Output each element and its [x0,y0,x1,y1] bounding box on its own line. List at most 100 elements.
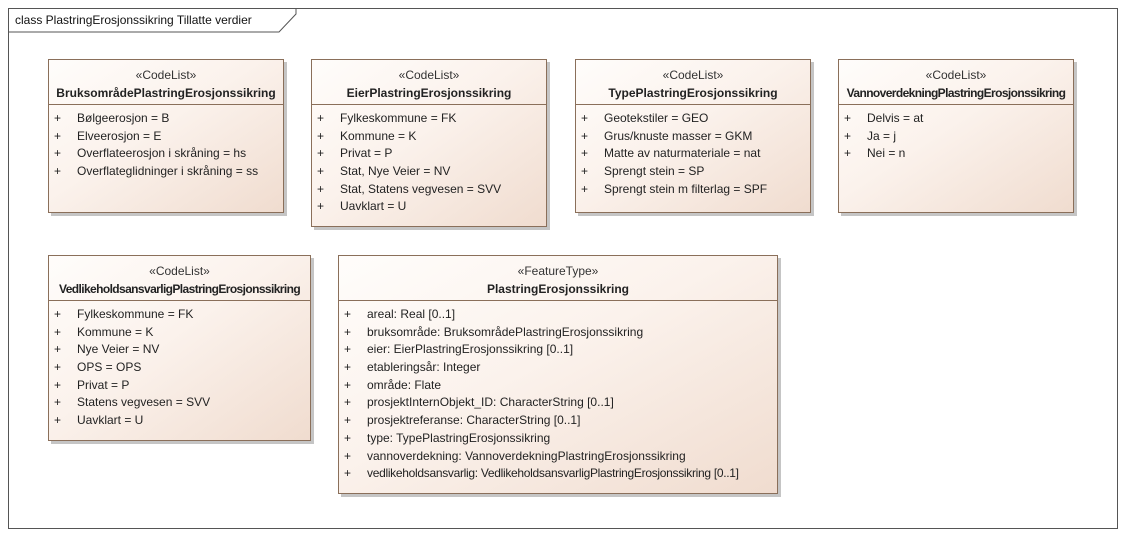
attribute-row: +Statens vegvesen = SVV [49,394,310,412]
attribute-row: +Matte av naturmateriale = nat [576,145,810,163]
attribute-text: Nei = n [867,146,906,161]
class-stereotype: «CodeList» [398,68,460,82]
attribute-row: + Geotekstiler = GEO [576,110,810,128]
attribute-text: Fylkeskommune = FK [77,307,194,321]
attribute-row: +Overflateerosjon i skråning = hs [49,145,283,163]
attribute-text: eier: EierPlastringErosjonssikring [0..1… [367,342,574,357]
attribute-row: + Privat = P [49,377,310,395]
attribute-row: +Kommune = K [49,324,310,342]
attribute-text: Bølgeerosjon = B [77,111,170,125]
attribute-list: +Bølgeerosjon = B + Elveerosjon = E +Over… [49,105,283,181]
class-box-eier[interactable]: «CodeList» EierPlastringErosjonssikring … [311,59,547,227]
attribute-text: Overflateglidninger i skråning = ss [77,164,259,179]
class-box-vannoverdekning[interactable]: «CodeList» VannoverdekningPlastringErosj… [838,59,1074,213]
visibility-marker: + [344,430,352,445]
class-stereotype: «FeatureType» [517,264,599,278]
attribute-row: + Stat, Statens vegvesen = SVV [312,181,546,199]
attribute-text: Kommune = K [340,128,417,143]
attribute-row: + vedlikeholdsansvarlig: Vedlikeholdsansv… [339,465,777,483]
visibility-marker: + [54,377,62,392]
attribute-text: Uavklart = U [340,199,407,214]
attribute-row: +Ja = j [839,128,1073,146]
visibility-marker: + [317,164,325,179]
attribute-row: +Delvis = at [839,110,1073,128]
attribute-row: + Nei = n [839,145,1073,163]
attribute-row: + OPS = OPS [49,359,310,377]
visibility-marker: + [54,324,62,339]
visibility-marker: + [54,342,62,357]
class-header: «CodeList» TypePlastringErosjonssikring [576,60,810,105]
attribute-text: bruksområde: BruksområdePlastringErosjon… [367,324,644,339]
attribute-row: +Overflateglidninger i skråning = ss [49,163,283,181]
attribute-row: +Sprengt stein m filterlag = SPF [576,181,810,199]
class-box-plastring-erosjonssikring[interactable]: «FeatureType» PlastringErosjonssikring +… [338,255,778,494]
attribute-row: + Privat = P [312,145,546,163]
class-name: VannoverdekningPlastringErosjonssikring [846,86,1066,100]
class-name: PlastringErosjonssikring [486,282,630,296]
attribute-row: +areal: Real [0..1] [339,306,777,324]
attribute-row: + Stat, Nye Veier = NV [312,163,546,181]
attribute-text: Fylkeskommune = FK [340,111,457,125]
attribute-text: Ja = j [867,128,897,143]
attribute-row: +type: TypePlastringErosjonssikring [339,430,777,448]
visibility-marker: + [317,128,325,143]
attribute-row: + etableringsår: Integer [339,359,777,377]
visibility-marker: + [344,307,352,321]
attribute-text: prosjektInternObjekt_ID: CharacterString… [367,395,614,410]
class-name: VedlikeholdsansvarligPlastringErosjonssi… [58,282,301,296]
attribute-row: +Fylkeskommune = FK [49,306,310,324]
visibility-marker: + [844,146,852,161]
attribute-text: prosjektreferanse: CharacterString [0..1… [367,413,581,428]
visibility-marker: + [54,395,62,410]
attribute-row: + Kommune = K [312,128,546,146]
class-header: «CodeList» BruksområdePlastringErosjonss… [49,60,283,105]
attribute-text: Elveerosjon = E [77,128,162,143]
class-stereotype: «CodeList» [925,68,987,82]
visibility-marker: + [317,181,325,196]
attribute-text: Nye Veier = NV [77,342,160,357]
class-stereotype: «CodeList» [662,68,724,82]
attribute-row: + Nye Veier = NV [49,341,310,359]
visibility-marker: + [317,146,325,161]
attribute-text: område: Flate [367,377,442,392]
visibility-marker: + [344,395,352,410]
attribute-row: + prosjektreferanse: CharacterString [0..… [339,412,777,430]
attribute-text: etableringsår: Integer [367,360,481,375]
attribute-row: +Bølgeerosjon = B [49,110,283,128]
attribute-list: + Geotekstiler = GEO +Grus/knuste masser … [576,105,810,198]
visibility-marker: + [344,466,352,481]
class-box-type[interactable]: «CodeList» TypePlastringErosjonssikring … [575,59,811,213]
attribute-text: vedlikeholdsansvarlig: Vedlikeholdsansva… [367,466,739,481]
attribute-text: Matte av naturmateriale = nat [604,146,761,161]
visibility-marker: + [581,111,589,125]
attribute-row: +vannoverdekning: VannoverdekningPlastri… [339,448,777,466]
visibility-marker: + [344,360,352,375]
attribute-text: Stat, Nye Veier = NV [340,164,451,179]
visibility-marker: + [54,128,62,143]
attribute-row: + prosjektInternObjekt_ID: CharacterStrin… [339,394,777,412]
attribute-row: +eier: EierPlastringErosjonssikring [0..… [339,341,777,359]
attribute-text: Stat, Statens vegvesen = SVV [340,181,502,196]
attribute-text: vannoverdekning: VannoverdekningPlastrin… [367,448,686,463]
visibility-marker: + [344,413,352,428]
attribute-list: +Delvis = at +Ja = j + Nei = n [839,105,1073,163]
attribute-text: Privat = P [77,377,130,392]
attribute-list: + Fylkeskommune = FK + Kommune = K + Privat… [312,105,546,216]
class-name: TypePlastringErosjonssikring [608,86,778,100]
attribute-row: +Grus/knuste masser = GKM [576,128,810,146]
visibility-marker: + [581,164,589,179]
attribute-row: + Elveerosjon = E [49,128,283,146]
attribute-list: +Fylkeskommune = FK +Kommune = K +Nye Ve… [49,301,310,430]
attribute-text: Sprengt stein = SP [604,164,705,179]
visibility-marker: + [54,360,62,375]
attribute-text: Delvis = at [867,111,924,125]
class-box-bruksomrade[interactable]: «CodeList» BruksområdePlastringErosjonss… [48,59,284,213]
class-name: EierPlastringErosjonssikring [346,86,512,100]
attribute-text: Geotekstiler = GEO [604,111,709,125]
attribute-text: OPS = OPS [77,360,142,375]
attribute-text: Privat = P [340,146,393,161]
class-box-vedlikeholdsansvarlig[interactable]: «CodeList» VedlikeholdsansvarligPlastrin… [48,255,311,441]
visibility-marker: + [581,181,589,196]
frame-title: class PlastringErosjonssikring Tillatte … [15,13,252,27]
visibility-marker: + [344,377,352,392]
